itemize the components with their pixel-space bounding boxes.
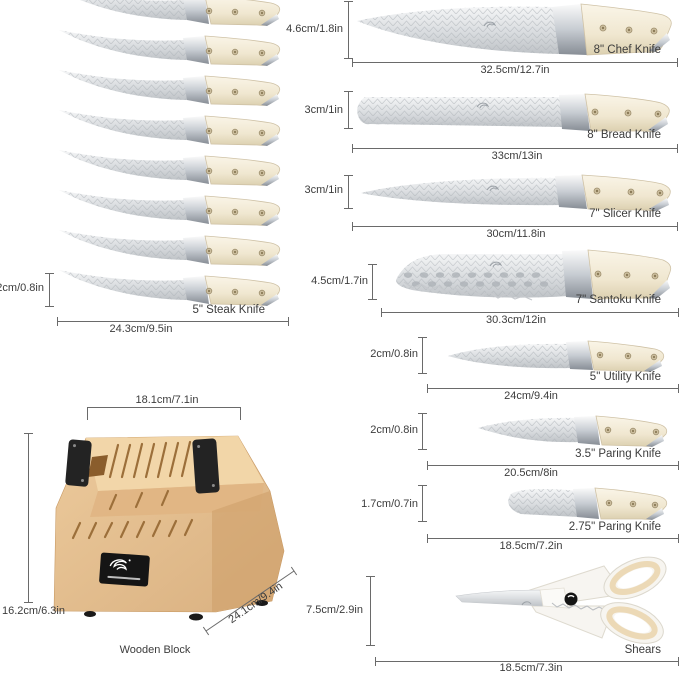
block-height-label: 16.2cm/6.3in: [2, 605, 65, 617]
knife-height-label: 4.5cm/1.7in: [311, 275, 368, 287]
steak-knife-illustration: [59, 190, 281, 226]
knife-length-label: 30.3cm/12in: [486, 314, 546, 326]
granton-dimples: [403, 272, 549, 287]
wide-slot: [88, 455, 108, 477]
slicer-knife-illustration: [361, 174, 671, 211]
block-caption: Wooden Block: [119, 644, 191, 656]
knife-name-label: 8" Bread Knife: [587, 129, 661, 141]
steak-height-label: 2cm/0.8in: [0, 282, 44, 294]
lower-handle-loop: [600, 602, 664, 644]
dimension-line: [24, 433, 33, 603]
blade-brand-mark: [476, 102, 490, 109]
steak-name-label: 5" Steak Knife: [192, 304, 266, 316]
dimension-line: [344, 91, 353, 129]
dimension-line: [366, 576, 375, 646]
dimension-line: [87, 407, 241, 420]
steak-knife-illustration: [59, 30, 281, 66]
handle-rivets: [205, 47, 266, 57]
knife-name-label: 8" Chef Knife: [593, 44, 661, 56]
knife-name-label: 5" Utility Knife: [589, 371, 661, 383]
knife-height-label: 2cm/0.8in: [370, 348, 418, 360]
knife-name-label: 7" Santoku Knife: [575, 294, 661, 306]
knife-name-label: 7" Slicer Knife: [589, 208, 661, 220]
steak-knife-illustration: [80, 0, 281, 26]
dimension-line: [418, 413, 427, 450]
steak-knife-illustration: [59, 70, 281, 106]
steak-knife-illustration: [59, 230, 281, 266]
utility-knife-illustration: [448, 340, 665, 372]
serrated-edge: [362, 121, 554, 125]
dimension-line: [45, 273, 54, 307]
knife-name-label: 3.5" Paring Knife: [575, 448, 661, 460]
handle-rivets: [205, 287, 266, 297]
blade-brand-mark: [486, 185, 500, 192]
knife-name-label: 2.75" Paring Knife: [568, 521, 661, 533]
dimension-line: [352, 222, 678, 231]
slot-insert-left: [65, 439, 92, 487]
knife-height-label: 7.5cm/2.9in: [306, 604, 363, 616]
handle-rivets: [205, 7, 266, 17]
knife-height-label: 4.6cm/1.8in: [286, 23, 343, 35]
depth-dimension-line: [202, 566, 298, 636]
dimension-line: [344, 1, 353, 59]
blade-brand-mark: [521, 601, 532, 606]
handle-rivets: [205, 167, 266, 177]
small-paring-knife-illustration: [508, 487, 668, 520]
knife-length-label: 33cm/13in: [491, 150, 543, 162]
block-width-label: 18.1cm/7.1in: [135, 394, 199, 406]
knife-slots: [71, 440, 194, 540]
knife-length-label: 24cm/9.4in: [504, 390, 558, 402]
dimension-line: [368, 264, 377, 300]
upper-handle-loop: [603, 556, 667, 600]
paring-knife-illustration: [478, 415, 668, 447]
brand-logo-swirl: [109, 559, 127, 571]
brand-badge: [99, 552, 150, 587]
knife-length-label: 32.5cm/12.7in: [480, 64, 550, 76]
knife-length-label: 20.5cm/8in: [504, 467, 558, 479]
dimension-line: [352, 58, 678, 67]
knife-length-label: 18.5cm/7.3in: [499, 662, 563, 674]
handle-rivets: [205, 247, 266, 257]
knife-height-label: 3cm/1in: [304, 104, 343, 116]
handle-rivets: [205, 87, 266, 97]
santoku-knife-illustration: [396, 249, 672, 301]
knife-height-label: 1.7cm/0.7in: [361, 498, 418, 510]
wooden-block-illustration: [53, 435, 285, 621]
knife-length-label: 18.5cm/7.2in: [499, 540, 563, 552]
dimension-line: [418, 337, 427, 374]
blade-brand-mark: [483, 21, 497, 28]
scalloped-edge: [403, 281, 533, 301]
steak-knife-illustration: [59, 270, 281, 306]
knife-name-label: Shears: [624, 644, 661, 656]
dimension-line: [352, 144, 678, 153]
block-feet: [84, 600, 268, 621]
slot-insert-right: [192, 438, 220, 494]
bread-knife-illustration: [357, 93, 670, 132]
dimension-line: [57, 317, 289, 326]
handle-rivets: [205, 207, 266, 217]
knife-length-label: 30cm/11.8in: [486, 228, 546, 240]
shears-illustration: [455, 556, 667, 644]
steak-knife-illustration: [59, 110, 281, 146]
serrated-section: [551, 602, 612, 611]
knife-height-label: 3cm/1in: [304, 184, 343, 196]
dimension-line: [418, 485, 427, 522]
pivot-screw: [564, 592, 578, 606]
dimension-line: [344, 175, 353, 209]
blade-brand-mark: [489, 261, 503, 268]
handle-rivets: [205, 127, 266, 137]
steak-knife-illustration: [59, 150, 281, 186]
knife-height-label: 2cm/0.8in: [370, 424, 418, 436]
steak-length-label: 24.3cm/9.5in: [109, 323, 173, 335]
chef-knife-illustration: [357, 3, 672, 56]
